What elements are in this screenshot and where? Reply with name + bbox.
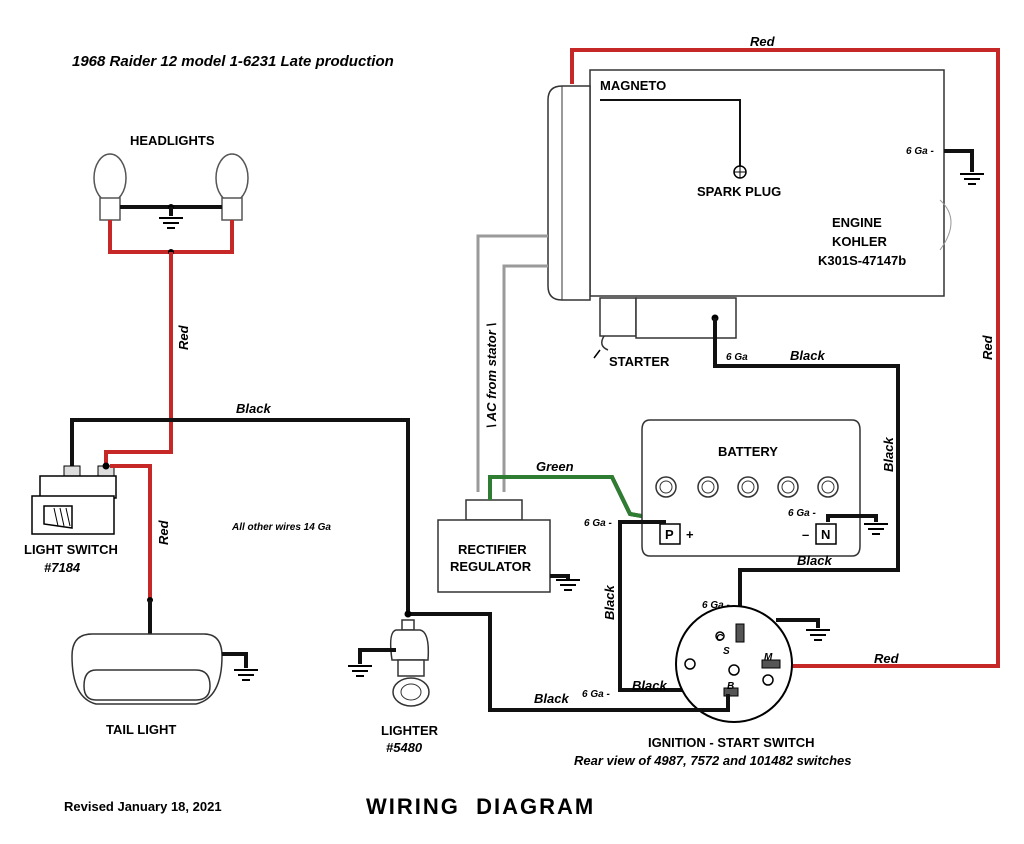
magneto-label: MAGNETO: [600, 78, 666, 93]
tail-light-label: TAIL LIGHT: [106, 722, 176, 737]
rectifier-regulator: [437, 499, 551, 593]
wire-label-black-switch-b: Black: [632, 678, 667, 693]
switch-terminal-m: M: [764, 652, 773, 663]
ignition-label-line2: Rear view of 4987, 7572 and 101482 switc…: [574, 753, 852, 768]
battery-ground-icon: [864, 523, 888, 535]
gauge-engine-starter: 6 Ga: [726, 352, 748, 363]
rectifier-label-line1: RECTIFIER: [458, 542, 527, 557]
light-switch-part: #7184: [44, 560, 81, 575]
wire-label-red-switch: Red: [874, 651, 900, 666]
lighter-part: #5480: [386, 740, 423, 755]
wire-label-black-top: Black: [236, 401, 271, 416]
wire-label-black-switch-left: Black: [602, 585, 617, 620]
light-switch: [31, 465, 117, 535]
switch-terminal-s: S: [723, 646, 730, 657]
engine-block: [547, 69, 952, 351]
battery-label: BATTERY: [718, 444, 778, 459]
engine-ground-icon: [960, 173, 984, 185]
revised-date: Revised January 18, 2021: [64, 799, 222, 814]
light-switch-label: LIGHT SWITCH: [24, 542, 118, 557]
switch-ground-icon: [806, 629, 830, 641]
wire-label-black-lighter: Black: [534, 691, 569, 706]
ignition-label-line1: IGNITION - START SWITCH: [648, 735, 815, 750]
headlight-left-icon: [93, 153, 127, 221]
ignition-switch: [675, 605, 793, 723]
battery-neg-terminal: N: [821, 527, 830, 542]
headlight-ground-icon: [159, 217, 183, 229]
wire-label-black-battery: Black: [797, 553, 832, 568]
wire-label-red-right: Red: [980, 334, 995, 360]
rectifier-ground-icon: [556, 579, 580, 591]
lighter-ground-icon: [348, 665, 372, 677]
spark-plug-label: SPARK PLUG: [697, 184, 781, 199]
engine-label-line2: KOHLER: [832, 234, 888, 249]
battery-pos-terminal: P: [665, 527, 674, 542]
switch-terminal-c: C: [716, 633, 724, 644]
lighter-label: LIGHTER: [381, 723, 439, 738]
gauge-engine-ground: 6 Ga -: [906, 146, 934, 157]
spark-plug-icon: [733, 165, 747, 179]
tail-light-ground-icon: [234, 669, 258, 681]
battery-pos-sign: +: [686, 527, 694, 542]
wiring-diagram-heading: WIRING DIAGRAM: [366, 794, 595, 819]
starter-label: STARTER: [609, 354, 670, 369]
headlight-right-icon: [215, 153, 249, 221]
gauge-battery-neg: 6 Ga -: [788, 508, 816, 519]
tail-light-icon: [71, 633, 223, 705]
switch-terminal-b: B: [727, 681, 734, 692]
wire-label-black-engine: Black: [790, 348, 825, 363]
engine-label-line1: ENGINE: [832, 215, 882, 230]
wire-label-red-top: Red: [750, 34, 776, 49]
headlights-label: HEADLIGHTS: [130, 133, 215, 148]
wire-label-red-headlight: Red: [176, 324, 191, 350]
wire-label-green: Green: [536, 459, 574, 474]
engine-label-line3: K301S-47147b: [818, 253, 906, 268]
battery-neg-sign: –: [802, 527, 809, 542]
battery: [641, 419, 861, 557]
all-other-wires-note: All other wires 14 Ga: [231, 522, 331, 533]
lighter-icon: [389, 619, 430, 707]
rectifier-label-line2: REGULATOR: [450, 559, 532, 574]
diagram-title: 1968 Raider 12 model 1-6231 Late product…: [72, 53, 394, 70]
wire-label-ac-stator: \ AC from stator \: [484, 323, 499, 428]
wire-label-red-tail: Red: [156, 519, 171, 545]
wire-label-black-right: Black: [881, 437, 896, 472]
gauge-battery-pos: 6 Ga -: [584, 518, 612, 529]
gauge-switch-b: 6 Ga -: [582, 689, 610, 700]
gauge-switch-s: 6 Ga -: [702, 600, 730, 611]
